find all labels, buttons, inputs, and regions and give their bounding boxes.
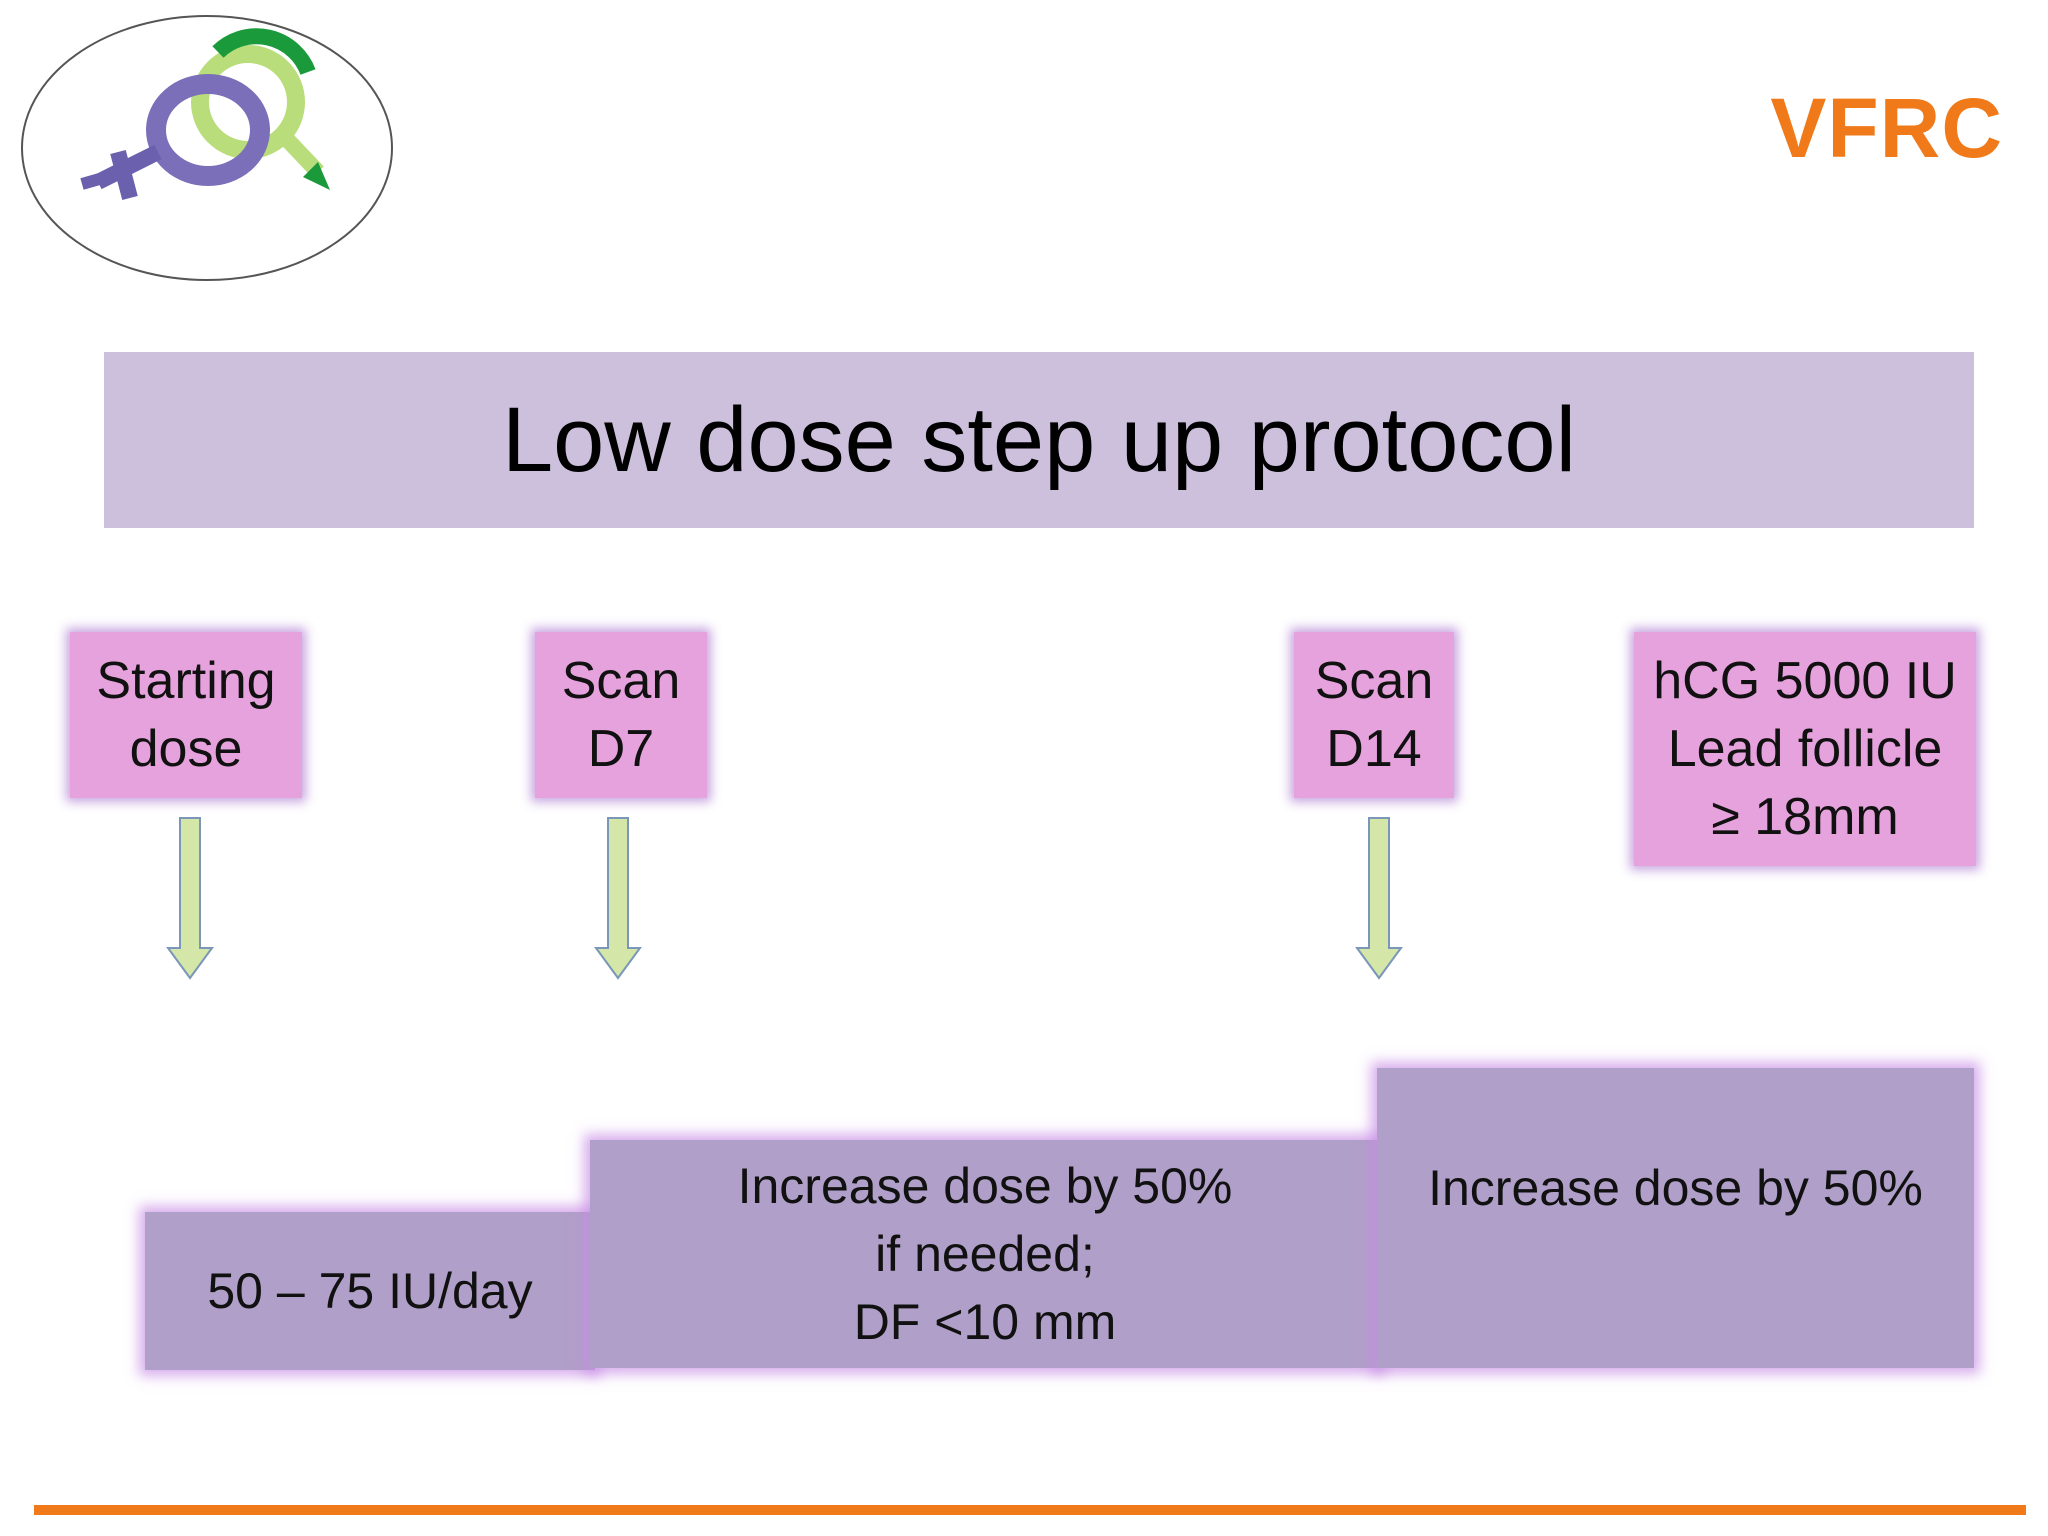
logo	[18, 12, 396, 284]
down-arrow-icon	[594, 816, 642, 982]
title-band: Low dose step up protocol	[104, 352, 1974, 528]
label-scan-d14: Scan D14	[1294, 632, 1454, 798]
bottom-divider	[34, 1505, 2026, 1515]
label-hcg-trigger: hCG 5000 IU Lead follicle ≥ 18mm	[1634, 632, 1976, 866]
step-increase-d14: Increase dose by 50%	[1377, 1068, 1974, 1368]
down-arrow-icon	[1355, 816, 1403, 982]
label-starting-dose: Starting dose	[70, 632, 302, 798]
step-increase-d7: Increase dose by 50% if needed; DF <10 m…	[590, 1140, 1380, 1368]
brand-name: VFRC	[1770, 81, 2003, 175]
slide-title: Low dose step up protocol	[501, 388, 1577, 491]
step-starting-dose: 50 – 75 IU/day	[145, 1212, 595, 1370]
down-arrow-icon	[166, 816, 214, 982]
label-scan-d7: Scan D7	[535, 632, 707, 798]
